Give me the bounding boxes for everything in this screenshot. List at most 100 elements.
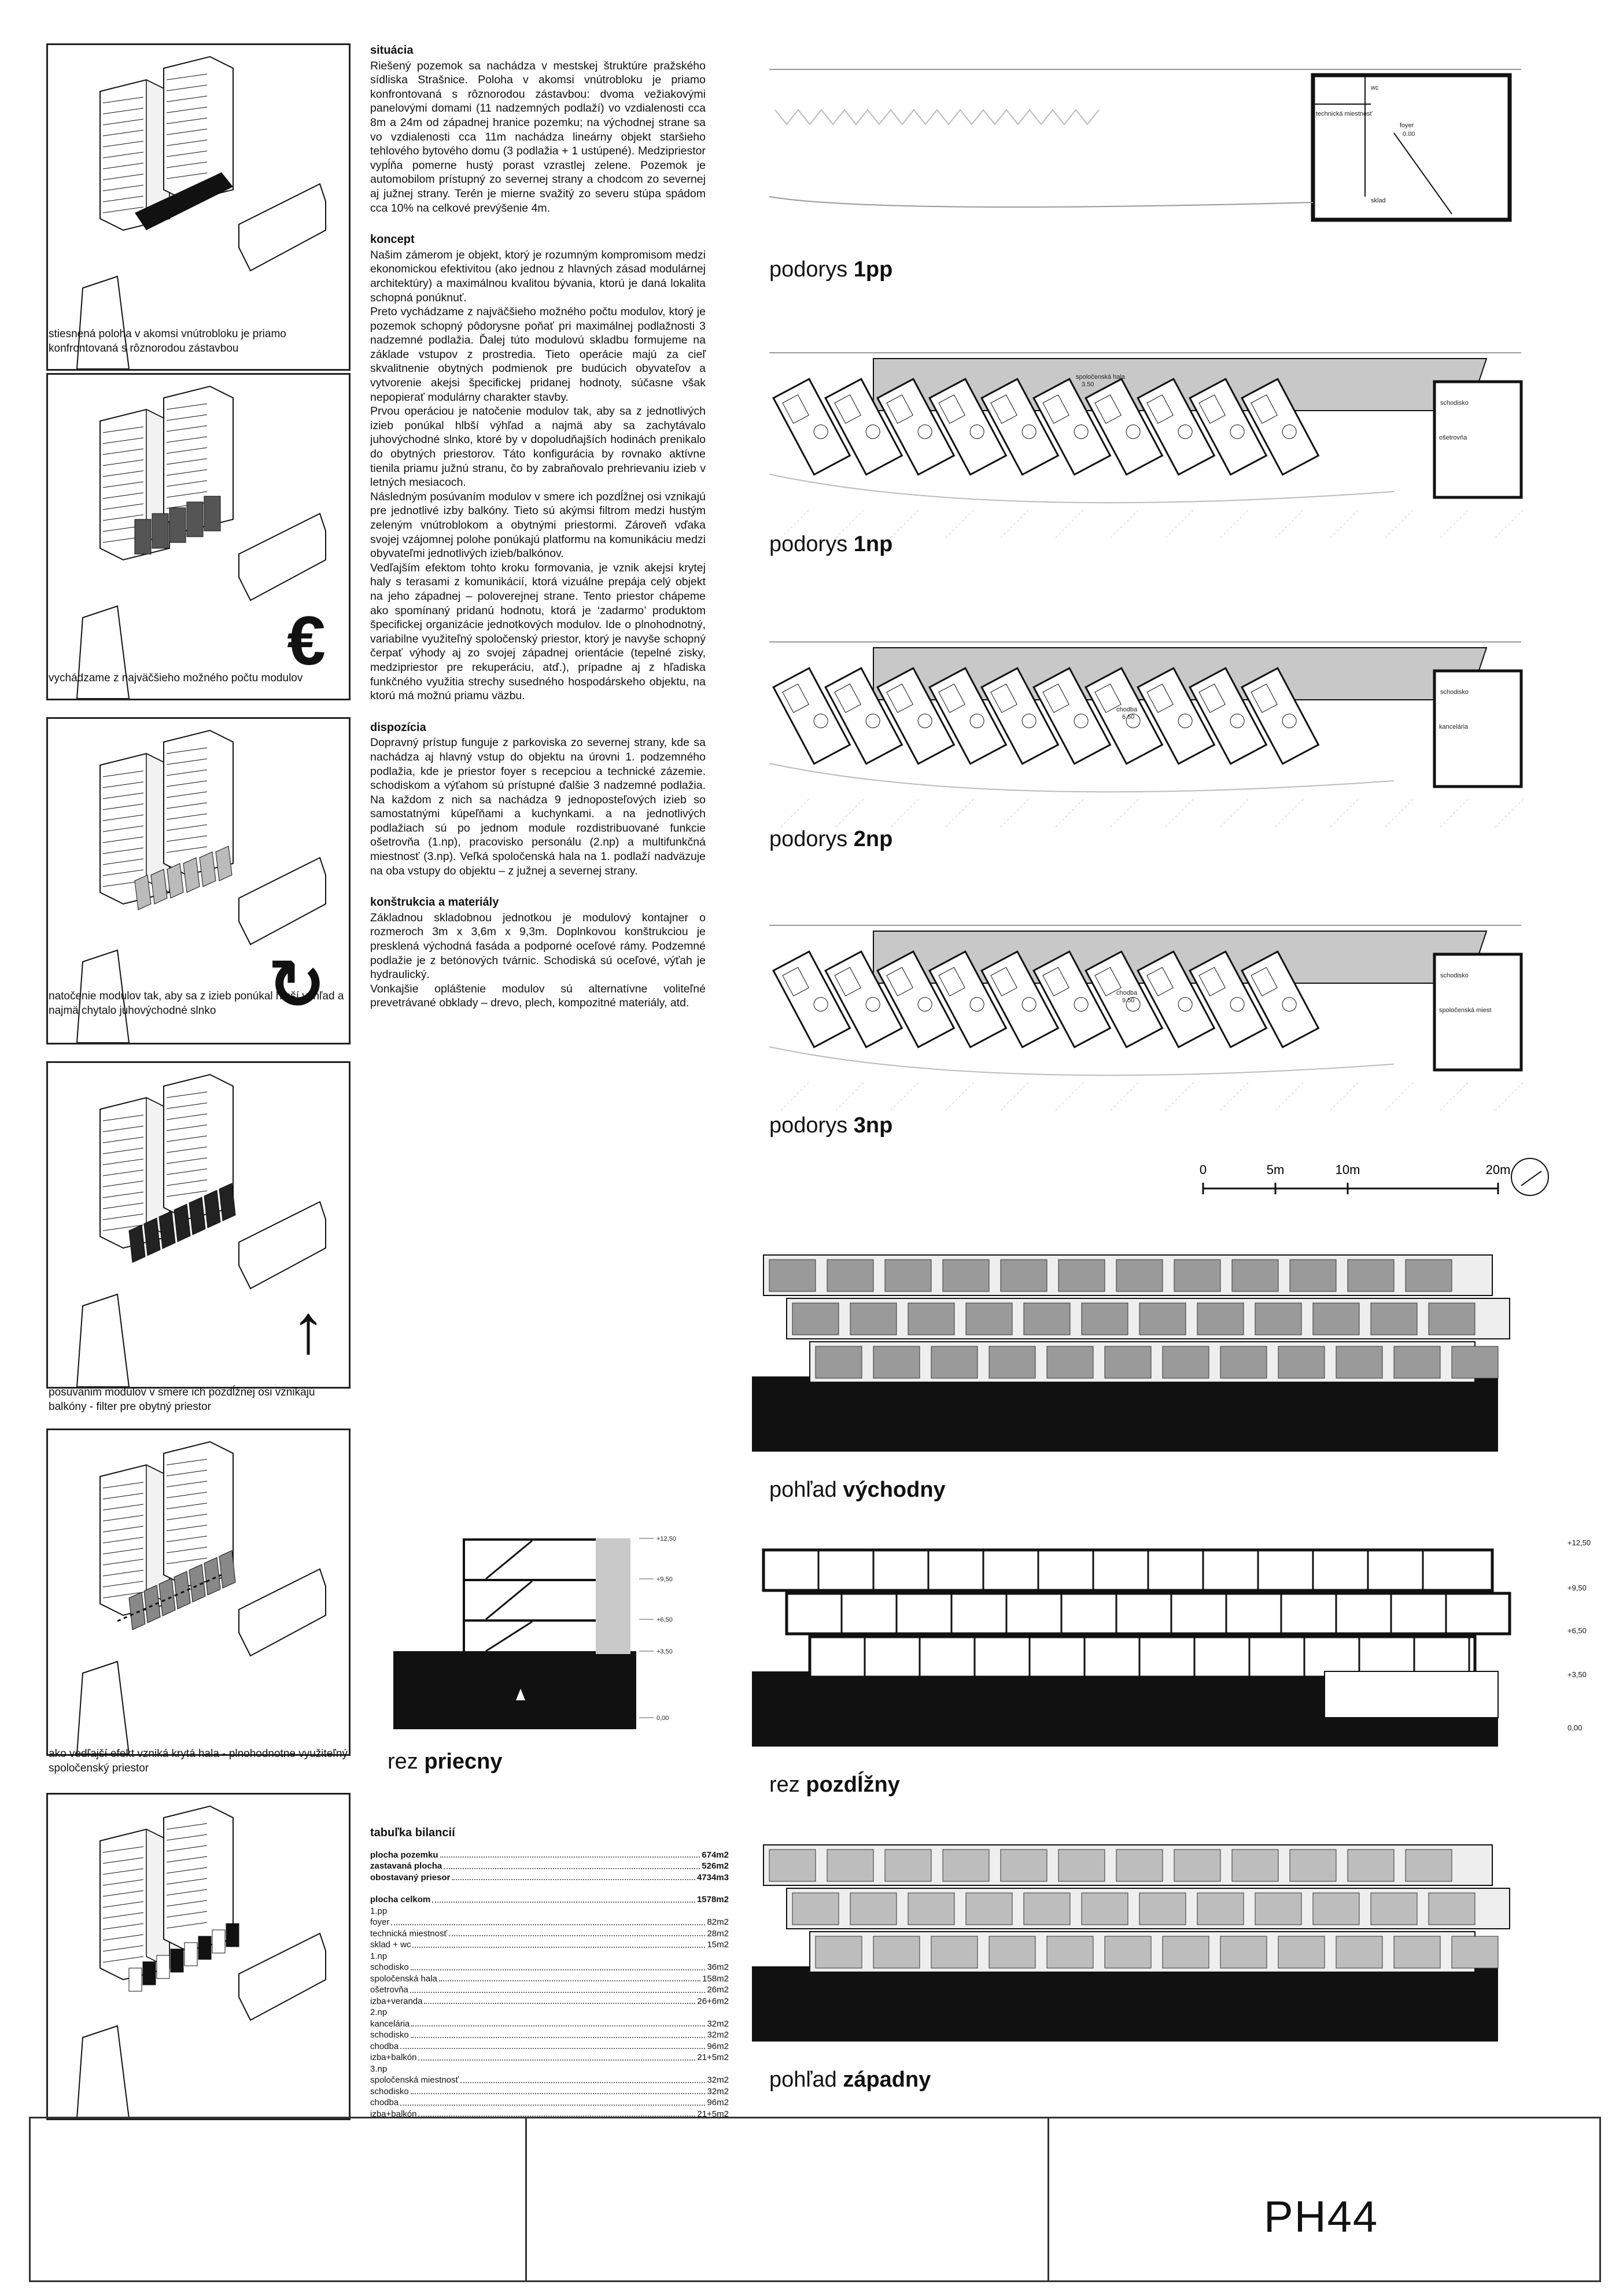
- row-label: 3.np: [370, 2064, 388, 2074]
- level-label: 0,00: [656, 1715, 669, 1722]
- row-leader: [410, 1969, 706, 1970]
- row-value: 96m2: [707, 2098, 729, 2107]
- elevation-east: [752, 1243, 1556, 1452]
- project-code: PH44: [1264, 2192, 1379, 2242]
- scale-tick: 5m: [1267, 1162, 1285, 1177]
- row-label: 1.np: [370, 1951, 388, 1961]
- row-label: kancelária: [370, 2018, 410, 2029]
- cross-section-title: rez priecny: [388, 1749, 503, 1774]
- title-prefix: podorys: [769, 827, 854, 851]
- title-prefix: rez: [388, 1749, 425, 1774]
- row-label: obostavaný priesor: [370, 1872, 451, 1882]
- floor-plan-title: podorys 1np: [769, 532, 892, 557]
- title-name: západny: [843, 2068, 931, 2092]
- row-leader: [438, 1980, 701, 1981]
- diagram-caption: ako vedľajší efekt vzniká krytá hala - p…: [49, 1748, 348, 1774]
- table-row: 2.np: [370, 2007, 729, 2018]
- row-leader: [449, 1935, 706, 1936]
- svg-text:ošetrovňa: ošetrovňa: [1439, 434, 1467, 441]
- row-label: plocha celkom: [370, 1895, 431, 1904]
- row-leader: [391, 1924, 706, 1925]
- row-value: 36m2: [707, 1962, 729, 1972]
- row-leader: [444, 1867, 700, 1869]
- title-prefix: podorys: [769, 1113, 854, 1138]
- row-value: 96m2: [707, 2041, 729, 2051]
- title-name: 2np: [853, 827, 893, 851]
- row-label: foyer: [370, 1917, 390, 1927]
- section-heading: situácia: [370, 44, 414, 57]
- svg-text:spoločenská hala: spoločenská hala: [1076, 374, 1126, 381]
- title-block: [29, 2117, 1601, 2282]
- row-label: izba+balkón: [370, 2053, 417, 2062]
- concept-diagram: ↻: [46, 717, 351, 1044]
- title-prefix: podorys: [769, 257, 854, 282]
- row-value: 526m2: [702, 1861, 729, 1871]
- title-name: 1pp: [853, 257, 893, 282]
- table-row: plocha celkom 1578m2: [370, 1894, 729, 1906]
- concept-diagram: [46, 1793, 351, 2120]
- title-name: pozdĺžny: [806, 1773, 900, 1797]
- level-label: +6,50: [1567, 1626, 1587, 1635]
- section-dispozicia: dispozícia Dopravný prístup funguje z pa…: [370, 721, 706, 878]
- row-value: 15m2: [707, 1940, 729, 1950]
- row-leader: [440, 1856, 700, 1858]
- rotate-arrow-icon: ↻: [267, 946, 326, 1024]
- title-prefix: podorys: [769, 532, 854, 556]
- row-label: schodisko: [370, 2086, 409, 2096]
- table-row: 1.pp: [370, 1906, 729, 1917]
- level-label: +3,50: [1567, 1670, 1587, 1679]
- row-value: 32m2: [707, 2086, 729, 2096]
- title-prefix: pohľad: [769, 2068, 843, 2092]
- concept-diagram: [46, 43, 351, 371]
- level-label: +12,50: [656, 1535, 676, 1542]
- section-heading: konštrukcia a materiály: [370, 896, 499, 909]
- row-label: technická miestnosť: [370, 1928, 448, 1939]
- row-label: sklad + wc: [370, 1940, 411, 1950]
- title-block-cell: [527, 2118, 1049, 2280]
- level-label: +6,50: [656, 1616, 673, 1623]
- concept-diagram: ↑: [46, 1061, 351, 1389]
- diagram-caption: posúvanim modulov v smere ich pozdĺžnej …: [49, 1386, 315, 1413]
- title-name: východny: [843, 1478, 946, 1502]
- row-value: 4734m3: [696, 1872, 729, 1882]
- title-prefix: rez: [769, 1773, 806, 1797]
- diagram-caption: natočenie modulov tak, aby sa z izieb po…: [49, 990, 344, 1017]
- row-label: spoločenská miestnosť: [370, 2075, 459, 2085]
- scale-tick: 10m: [1336, 1162, 1360, 1177]
- diagram-caption: stiesnená poloha v akomsi vnútrobloku je…: [49, 328, 286, 355]
- row-value: 1578m2: [696, 1895, 729, 1904]
- row-value: 82m2: [707, 1917, 729, 1927]
- row-leader: [400, 2048, 706, 2049]
- section-text: Riešený pozemok sa nachádza v mestskej š…: [370, 59, 706, 215]
- row-leader: [410, 2036, 706, 2038]
- svg-text:technická miestnosť: technická miestnosť: [1316, 110, 1373, 117]
- floor-plan-title: podorys 3np: [769, 1113, 892, 1138]
- svg-text:wc: wc: [1370, 84, 1379, 91]
- row-label: spoločenská hala: [370, 1973, 437, 1984]
- row-value: 32m2: [707, 2030, 729, 2040]
- elevation-long_section: [752, 1538, 1556, 1747]
- table-row: 1.np: [370, 1951, 729, 1962]
- row-value: 32m2: [707, 2075, 729, 2085]
- row-value: 26+6m2: [697, 1996, 729, 2006]
- elevation-title: pohľad západny: [769, 2068, 931, 2092]
- svg-text:0.00: 0.00: [1403, 131, 1415, 138]
- table-row: foyer 82m2: [370, 1917, 729, 1928]
- row-label: chodba: [370, 2041, 399, 2051]
- balance-table-title: tabuľka bilancií: [370, 1826, 455, 1839]
- row-label: schodisko: [370, 2030, 409, 2040]
- row-leader: [432, 1901, 695, 1903]
- section-text: Dopravný prístup funguje z parkoviska zo…: [370, 736, 706, 877]
- elevation-title: rez pozdĺžny: [769, 1773, 900, 1797]
- table-row: chodba 96m2: [370, 2041, 729, 2053]
- title-name: 1np: [853, 532, 893, 556]
- title-name: 3np: [853, 1113, 893, 1138]
- up-arrow-icon: ↑: [291, 1290, 326, 1368]
